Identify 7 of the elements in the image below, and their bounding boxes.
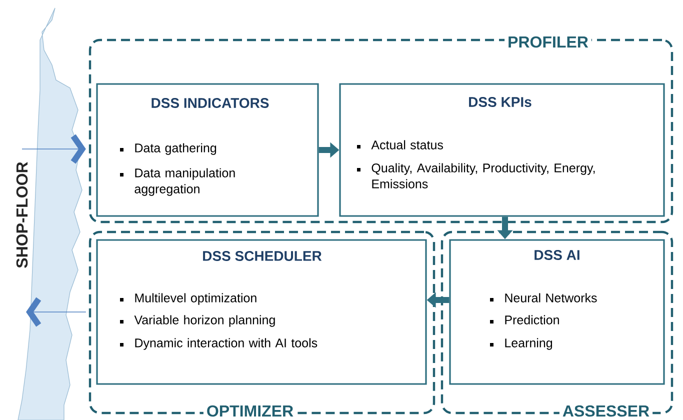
process-box: DSS INDICATORS Data gathering Data manipulation aggregation [96, 83, 319, 217]
arrow [26, 297, 86, 327]
vertical-label: SHOP-FLOOR [16, 162, 28, 268]
process-box: DSS SCHEDULER Multilevel optimization Variable horizon planning Dynamic interaction with AI tools [96, 239, 427, 385]
arrow [22, 134, 86, 164]
process-box: DSS KPIs Actual status Quality, Availability, Productivity, Energy, Emissions [339, 83, 665, 217]
process-box: DSS AI Neural Networks Prediction Learning [449, 239, 665, 385]
